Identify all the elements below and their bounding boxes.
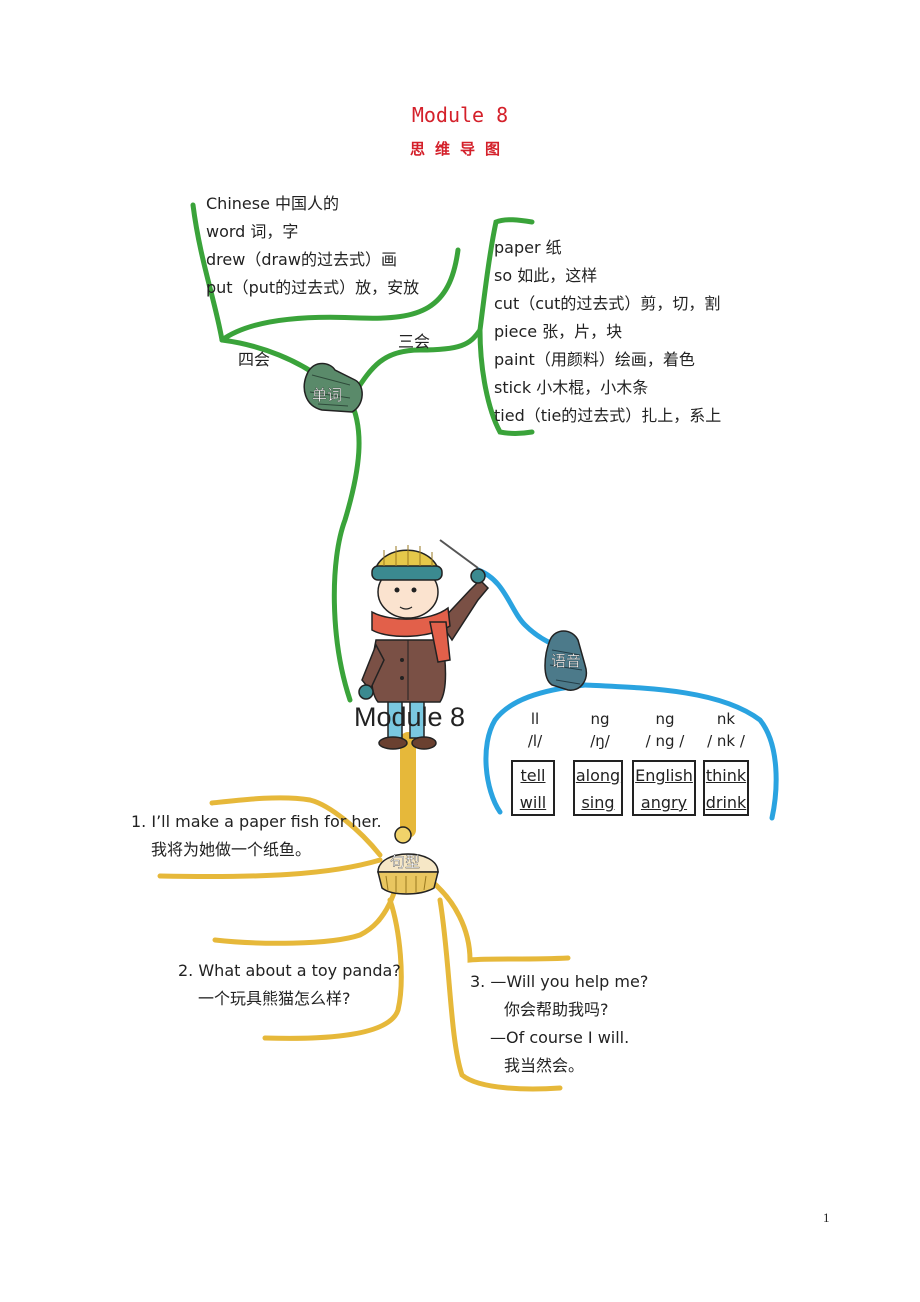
phonics-letters: nk — [716, 710, 736, 728]
phonics-word: tell — [520, 766, 546, 785]
phonics-word: along — [575, 766, 621, 785]
four-skills-label: 四会 — [238, 350, 271, 369]
word-item: stick 小木棍，小木条 — [494, 378, 649, 397]
phonics-word-box: think drink — [703, 760, 749, 816]
sentences-hat-icon — [377, 826, 439, 895]
sentence-1: 1. I’ll make a paper fish for her. 我将为她做… — [131, 808, 382, 864]
sentence-3-question-zh: 你会帮助我吗? — [504, 1000, 609, 1019]
word-item: drew（draw的过去式）画 — [206, 250, 397, 269]
word-item: so 如此，这样 — [494, 266, 598, 285]
words-label: 单词 — [312, 386, 343, 404]
phonics-word-box: English angry — [632, 760, 696, 816]
word-item: paint（用颜料）绘画，着色 — [494, 350, 695, 369]
sentence-3: 3. —Will you help me? 你会帮助我吗? —Of course… — [470, 968, 648, 1080]
phonics-word: sing — [581, 793, 615, 812]
phonics-letters: ng — [590, 710, 610, 728]
page-number: 1 — [823, 1210, 830, 1225]
phonics-word-box: tell will — [511, 760, 555, 816]
words-glove-icon — [303, 362, 363, 413]
phonics-label: 语音 — [551, 652, 582, 670]
phonics-glove-icon — [544, 630, 587, 691]
word-item: cut（cut的过去式）剪，切，割 — [494, 294, 721, 313]
sentence-2-en: 2. What about a toy panda? — [178, 961, 401, 980]
phonics-header-2: ng /ŋ/ — [570, 708, 630, 752]
phonics-header-3: ng / ng / — [635, 708, 695, 752]
sentence-3-answer-zh: 我当然会。 — [504, 1056, 585, 1075]
three-skills-label: 三会 — [398, 332, 431, 351]
phonics-word: think — [705, 766, 747, 785]
page-title: Module 8 — [411, 103, 509, 127]
phonics-letters: ll — [530, 710, 540, 728]
phonics-ipa: / nk / — [707, 732, 745, 750]
phonics-ipa: / ng / — [645, 732, 685, 750]
word-item: paper 纸 — [494, 238, 562, 257]
word-item: word 词，字 — [206, 222, 299, 241]
phonics-word: will — [519, 793, 547, 812]
four-skills-word-list: Chinese 中国人的 word 词，字 drew（draw的过去式）画 pu… — [206, 190, 419, 302]
word-item: Chinese 中国人的 — [206, 194, 340, 213]
phonics-word: angry — [640, 793, 688, 812]
sentence-3-answer: —Of course I will. — [490, 1028, 630, 1047]
phonics-ipa: /l/ — [527, 732, 543, 750]
word-item: put（put的过去式）放，安放 — [206, 278, 420, 297]
phonics-word: drink — [705, 793, 747, 812]
word-item: piece 张，片，块 — [494, 322, 623, 341]
sentence-3-question: 3. —Will you help me? — [470, 972, 649, 991]
phonics-header-1: ll /l/ — [505, 708, 565, 752]
page-subtitle: 思维导图 — [409, 140, 510, 158]
sentence-2-zh: 一个玩具熊猫怎么样? — [198, 989, 351, 1008]
phonics-ipa: /ŋ/ — [590, 732, 610, 750]
sentence-1-zh: 我将为她做一个纸鱼。 — [151, 840, 312, 859]
phonics-word: English — [635, 766, 693, 785]
word-item: tied（tie的过去式）扎上，系上 — [494, 406, 722, 425]
phonics-letters: ng — [655, 710, 675, 728]
phonics-word-box: along sing — [573, 760, 623, 816]
sentence-1-en: 1. I’ll make a paper fish for her. — [131, 812, 382, 831]
phonics-header-4: nk / nk / — [696, 708, 756, 752]
sentence-2: 2. What about a toy panda? 一个玩具熊猫怎么样? — [178, 957, 401, 1013]
sentences-label: 句型 — [390, 853, 421, 871]
sentences-branch-lines — [157, 732, 571, 1092]
boy-illustration — [358, 539, 490, 750]
three-skills-word-list: paper 纸 so 如此，这样 cut（cut的过去式）剪，切，割 piece… — [494, 234, 721, 430]
center-title: Module 8 — [354, 702, 466, 732]
